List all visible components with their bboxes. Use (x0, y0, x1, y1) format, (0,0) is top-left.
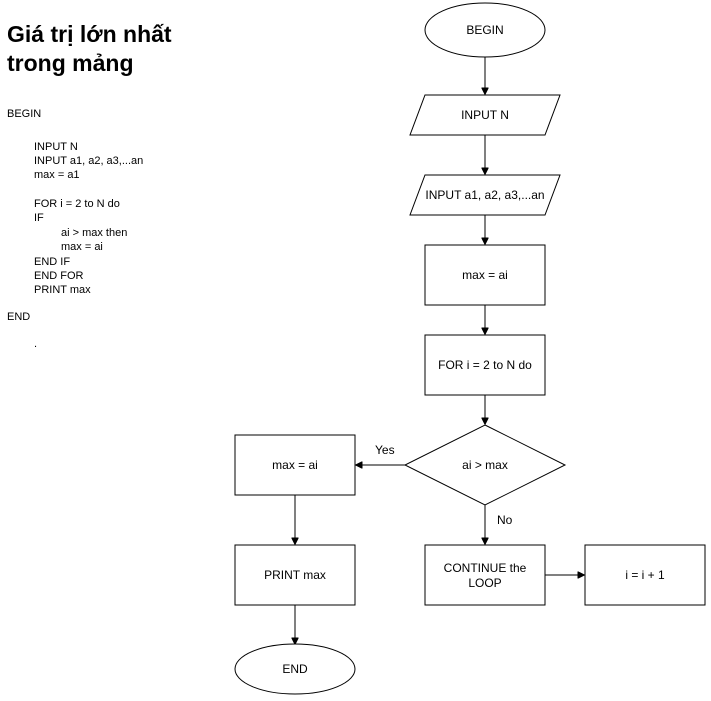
pseudocode-line: PRINT max (34, 284, 91, 296)
pseudocode-line: FOR i = 2 to N do (34, 198, 120, 210)
node-increment-label: i = i + 1 (625, 568, 665, 582)
node-condition-label: ai > max (462, 458, 508, 472)
node-end-label: END (282, 662, 308, 676)
node-continue-label-line1: CONTINUE the (444, 561, 527, 575)
page-title: Giá trị lớn nhất trong mảng (7, 21, 172, 76)
node-max-update-label: max = ai (272, 458, 318, 472)
edge-label-yes: Yes (375, 443, 395, 457)
node-input-n-label: INPUT N (461, 108, 509, 122)
node-print-max: PRINT max (234, 544, 356, 606)
pseudocode-line: . (34, 338, 38, 350)
pseudocode-line: IF (34, 212, 44, 224)
node-end: END (234, 643, 356, 695)
pseudocode-line: END (7, 311, 31, 323)
node-condition: ai > max (403, 424, 567, 506)
pseudocode-line: END IF (34, 256, 71, 268)
pseudocode-line: BEGIN (7, 108, 42, 120)
pseudocode-line: INPUT N (34, 141, 78, 153)
node-for-loop: FOR i = 2 to N do (424, 334, 546, 396)
pseudocode-line: max = a1 (34, 169, 80, 181)
pseudocode-line: END FOR (34, 270, 84, 282)
node-increment: i = i + 1 (584, 544, 706, 606)
node-input-array: INPUT a1, a2, a3,...an (409, 174, 561, 216)
node-continue-loop: CONTINUE the LOOP (424, 544, 546, 606)
pseudocode-line: INPUT a1, a2, a3,...an (34, 155, 144, 167)
pseudocode-line: max = ai (61, 241, 103, 253)
edge-label-no: No (497, 513, 513, 527)
node-max-init-label: max = ai (462, 268, 508, 282)
node-max-init: max = ai (424, 244, 546, 306)
node-begin-label: BEGIN (466, 23, 503, 37)
node-for-loop-label: FOR i = 2 to N do (438, 358, 532, 372)
node-continue-label-line2: LOOP (468, 576, 501, 590)
node-input-array-label: INPUT a1, a2, a3,...an (425, 188, 544, 202)
node-max-update: max = ai (234, 434, 356, 496)
node-begin: BEGIN (424, 2, 546, 58)
node-print-max-label: PRINT max (264, 568, 326, 582)
pseudocode-line: ai > max then (61, 227, 128, 239)
node-input-n: INPUT N (409, 94, 561, 136)
